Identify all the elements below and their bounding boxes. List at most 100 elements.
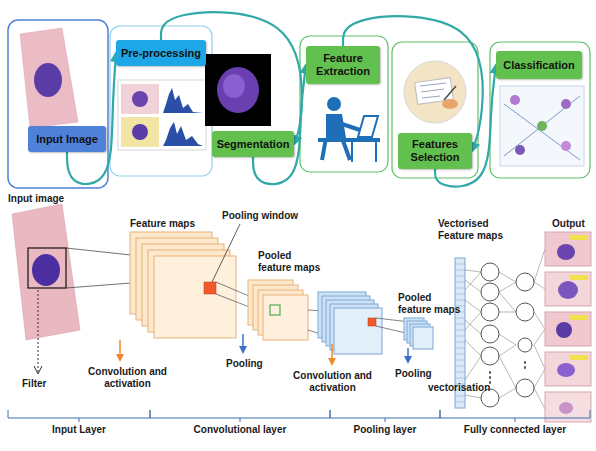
- vector-cell: [455, 264, 465, 402]
- selection-icon: [404, 61, 466, 123]
- stage-frame: [490, 42, 590, 178]
- annotation-label: Pooling: [395, 368, 440, 380]
- output-tag: [570, 355, 588, 360]
- cell-thumbnail: [121, 117, 159, 147]
- neuron: [481, 325, 499, 343]
- stage-label: Features Selection: [401, 138, 469, 163]
- cell-nucleus: [132, 124, 148, 140]
- annotation-label: Input image: [8, 193, 88, 205]
- stage-frame: [300, 36, 388, 172]
- output-cell: [558, 281, 578, 299]
- class-sample: [537, 121, 547, 131]
- preprocess-image: [118, 80, 206, 150]
- pooled-map: [263, 295, 308, 340]
- neuron: [518, 338, 532, 352]
- paper-icon: [420, 83, 446, 98]
- cell-nucleus: [32, 254, 60, 286]
- annotation-label: Input Layer: [29, 424, 129, 436]
- cell-nucleus: [132, 91, 148, 107]
- neuron: [516, 303, 534, 321]
- pen-icon: [444, 86, 456, 100]
- neuron: [516, 379, 534, 397]
- step-arrow: [239, 346, 247, 354]
- stage-box: Features Selection: [398, 133, 472, 169]
- layer-bracket: [8, 410, 150, 422]
- stage-frame: [110, 26, 212, 176]
- stage-box: Feature Extraction: [306, 46, 380, 84]
- annotation-label: Fully connected layer: [450, 424, 580, 436]
- class-sample: [561, 99, 571, 109]
- stage-box: Segmentation: [212, 131, 294, 157]
- histogram: [163, 122, 203, 146]
- pooled-map: [413, 327, 433, 349]
- annotation-label: Pooled feature maps: [258, 250, 324, 274]
- person-icon: [342, 124, 360, 130]
- feature-map: [334, 308, 382, 354]
- segmentation-image: [205, 54, 271, 126]
- stage-label: Pre-processing: [121, 47, 201, 60]
- ellipsis-dots: [490, 362, 525, 383]
- histogram: [163, 88, 203, 113]
- annotation-label: Convolution and activation: [285, 370, 380, 394]
- layer-bracket: [330, 410, 440, 422]
- desk-icon: [352, 138, 376, 162]
- filter-window: [28, 248, 66, 288]
- stage-box: Input Image: [28, 126, 106, 152]
- class-sample: [561, 141, 571, 151]
- person-icon: [327, 97, 341, 111]
- flow-arrow: [161, 12, 302, 144]
- output-cell: [557, 244, 575, 260]
- layer-bracket: [440, 410, 590, 422]
- pooling-window: [368, 318, 376, 326]
- flow-arrow: [253, 65, 306, 184]
- output-cell: [556, 322, 572, 338]
- output-tag: [570, 315, 588, 320]
- stage-box: Pre-processing: [116, 40, 206, 66]
- segmented-cell: [217, 67, 259, 113]
- laptop-icon: [358, 116, 378, 137]
- step-arrow: [116, 354, 124, 362]
- neuron: [481, 283, 499, 301]
- output-thumbnail: [545, 232, 591, 266]
- leader-line: [212, 224, 240, 282]
- cell-image: [12, 204, 80, 340]
- class-sample: [510, 95, 520, 105]
- stage-box: Classification: [496, 51, 582, 79]
- annotation-label: Filter: [22, 378, 72, 390]
- annotation-label: Vectorised Feature maps: [438, 218, 518, 242]
- hand-icon: [442, 99, 458, 109]
- output-tag: [570, 275, 588, 280]
- stage-label: Segmentation: [217, 138, 290, 151]
- stage-label: Feature Extraction: [309, 52, 377, 77]
- annotation-label: Convolution and activation: [80, 366, 175, 390]
- segmented-cell: [223, 74, 245, 98]
- stage-label: Classification: [503, 59, 575, 72]
- annotation-label: Output: [552, 218, 596, 230]
- neuron: [481, 263, 499, 281]
- pooling-window: [204, 282, 216, 294]
- leader-line: [38, 290, 39, 372]
- output-thumbnail: [545, 352, 591, 386]
- pooled-cell: [270, 305, 280, 315]
- output-thumbnail: [545, 272, 591, 306]
- neuron: [516, 273, 534, 291]
- leader-line: [34, 366, 42, 374]
- classification-image: [500, 86, 584, 166]
- neuron: [481, 347, 499, 365]
- output-thumbnail: [545, 312, 591, 346]
- cell-image: [20, 28, 78, 128]
- annotation-label: Pooled feature maps: [398, 292, 464, 316]
- stage-frame: [392, 42, 478, 178]
- neuron: [481, 303, 499, 321]
- step-arrow: [328, 358, 336, 366]
- annotation-label: Pooling layer: [335, 424, 435, 436]
- step-arrow: [404, 356, 412, 364]
- annotation-label: Pooling window: [222, 210, 312, 222]
- stage-frame: [8, 20, 108, 188]
- class-sample: [515, 145, 525, 155]
- cell-thumbnail: [121, 84, 159, 114]
- annotation-label: Convolutional layer: [180, 424, 300, 436]
- layer-bracket: [150, 410, 330, 422]
- desk-icon: [318, 138, 380, 142]
- cell-nucleus: [34, 63, 62, 97]
